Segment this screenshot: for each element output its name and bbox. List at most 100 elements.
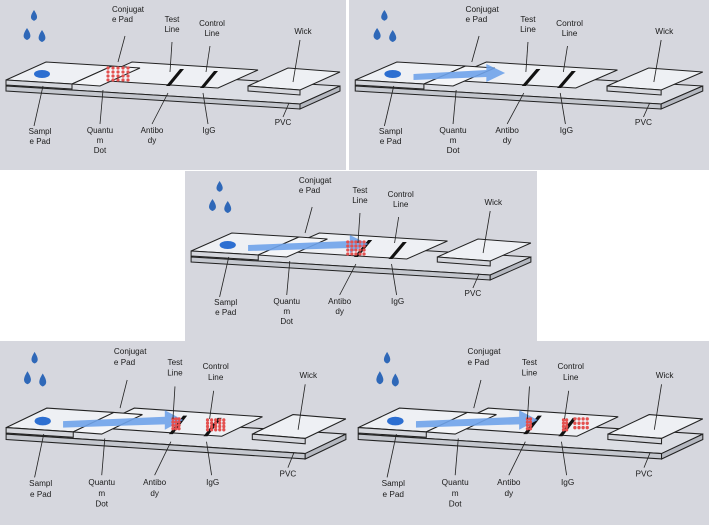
water-drop-icon: [381, 10, 388, 21]
igg-leader: [202, 92, 209, 125]
quantum-dot: [106, 66, 110, 70]
quantum-dot: [126, 74, 130, 78]
quantum-dot: [222, 428, 226, 432]
control-line-leader: [205, 45, 211, 73]
quantum-dot: [177, 423, 181, 428]
quantum-dot-leader: [286, 260, 291, 296]
antibody-leader: [151, 92, 169, 125]
pvc-leader: [643, 102, 651, 118]
quantum-dot: [205, 421, 210, 425]
control-line-band: [200, 71, 218, 88]
flow-arrow-body: [248, 235, 369, 253]
strip-edge-side: [299, 85, 341, 110]
quantum-dot: [214, 418, 218, 422]
quantum-dot: [346, 248, 350, 252]
sample-pad-leader: [219, 256, 230, 298]
quantum-dot: [218, 428, 222, 432]
quantum-dot: [354, 240, 358, 244]
quantum-dot: [354, 248, 358, 252]
conjugate-pad-leader: [304, 206, 313, 234]
quantum-dot: [116, 74, 120, 78]
quantum-dot: [218, 418, 222, 422]
quantum-dot: [581, 421, 585, 425]
quantum-dot: [171, 423, 175, 428]
quantum-dot: [581, 417, 585, 421]
quantum-dot: [111, 70, 115, 74]
quantum-dot: [561, 428, 566, 432]
quantum-dot: [171, 426, 175, 431]
pvc-label: PVC: [636, 468, 653, 478]
pvc-label: PVC: [635, 118, 652, 127]
quantum-dot: [121, 70, 125, 74]
test-line-leader: [357, 212, 361, 244]
water-drop-icon: [373, 28, 381, 40]
sample-spot: [219, 241, 236, 249]
flow-arrow-body: [415, 410, 538, 430]
quantum-dot: [525, 426, 530, 431]
quantum-dot: [585, 417, 589, 421]
igg-leader: [391, 263, 398, 296]
quantum-dot: [577, 417, 581, 421]
quantum-dot: [528, 423, 533, 428]
water-drop-icon: [209, 199, 216, 211]
water-drop-icon: [30, 10, 38, 21]
quantum-dot: [564, 424, 569, 429]
quantum-dots: [525, 417, 589, 432]
quantum-dot: [581, 425, 585, 430]
test-line-leader: [525, 41, 529, 73]
quantum-dot: [350, 248, 354, 252]
antibody-leader: [508, 441, 526, 476]
quantum-dot: [561, 421, 566, 425]
water-drop-icon: [24, 371, 31, 385]
test-line-leader: [526, 386, 530, 419]
sample-pad-leader: [34, 433, 45, 478]
quantum-dot: [209, 428, 214, 432]
quantum-dot: [528, 417, 533, 421]
quantum-dot: [218, 424, 222, 429]
quantum-dot: [177, 420, 181, 424]
wick-leader: [292, 39, 301, 83]
quantum-dots: [171, 417, 226, 432]
quantum-dot: [205, 424, 210, 429]
quantum-dot-leader: [454, 438, 459, 476]
flow-arrow-icon: [415, 410, 538, 430]
flow-arrow-icon: [248, 235, 369, 253]
test-line-band: [521, 69, 541, 86]
wick-leader: [482, 210, 491, 254]
quantum-dot: [350, 252, 354, 256]
igg-label: IgG: [206, 477, 219, 487]
wick-label: Wick: [294, 27, 312, 36]
water-drop-icon: [224, 201, 232, 213]
quantum-dot: [222, 418, 226, 422]
quantum-dot: [106, 70, 110, 74]
conjugate-pad-leader: [119, 379, 128, 409]
quantum-dot: [111, 66, 115, 70]
quantum-dot: [564, 421, 569, 425]
test-line-band: [166, 69, 184, 86]
wick-leader: [653, 39, 662, 83]
strip-edge-side: [661, 433, 704, 460]
quantum-dot: [358, 248, 362, 252]
quantum-dot: [121, 78, 125, 82]
quantum-dot: [585, 421, 589, 425]
control-line-leader: [394, 216, 400, 244]
quantum-dots: [106, 66, 130, 82]
igg-label: IgG: [560, 126, 573, 135]
pvc-label: PVC: [465, 289, 482, 298]
igg-label: IgG: [391, 297, 404, 306]
